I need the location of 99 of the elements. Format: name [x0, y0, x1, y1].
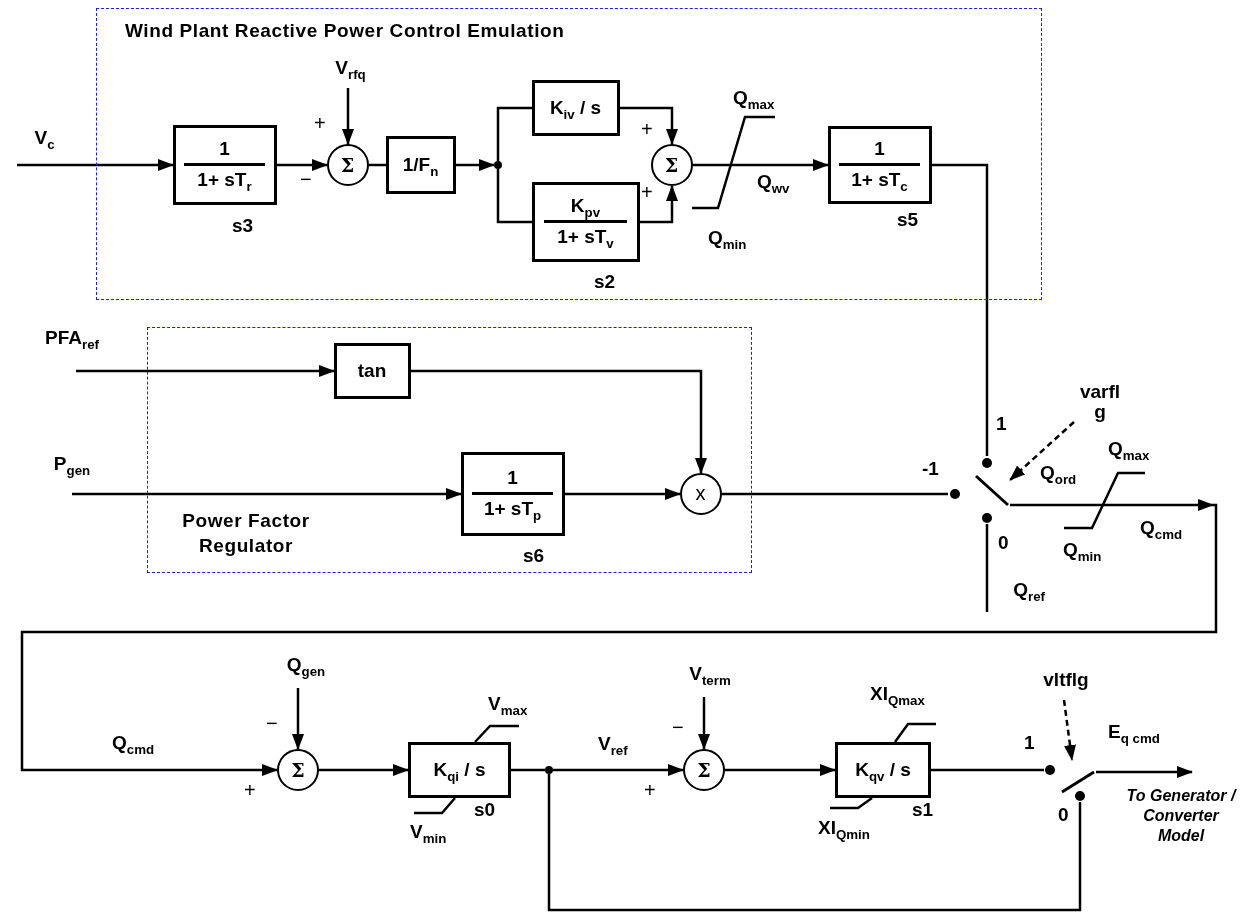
dashed-group-box	[96, 8, 1042, 300]
numerator: 1	[507, 467, 518, 489]
summing-junction	[277, 749, 319, 791]
block-label: tan	[357, 359, 387, 382]
signal-label: Q$_{max}$	[733, 88, 775, 109]
summing-junction	[683, 749, 725, 791]
signal-arrow	[72, 488, 462, 500]
signal-line	[931, 768, 1044, 772]
signal-arrow	[411, 369, 707, 474]
dashed-arrow	[1062, 699, 1076, 761]
summing-junction	[326, 143, 369, 186]
junction-dot	[545, 766, 553, 774]
multiply-sign: x	[695, 482, 706, 505]
signal-label: vltflg	[1043, 670, 1089, 690]
group-title: Wind Plant Reactive Power Control Emulation	[125, 19, 566, 43]
signal-arrow	[319, 764, 409, 776]
signal-line	[722, 492, 948, 496]
sign-label: −	[300, 168, 312, 190]
numerator: 1	[874, 138, 885, 160]
block-label: 1/F$_{n}$	[402, 153, 439, 176]
transfer-function-block	[333, 342, 411, 399]
transfer-function-block	[531, 79, 620, 136]
signal-line	[496, 106, 532, 161]
signal-label: 0	[998, 533, 1009, 554]
signal-label: 1	[996, 414, 1007, 435]
denominator: 1+ sT$_{c}$	[851, 169, 908, 191]
block-id: s0	[474, 800, 496, 821]
sign-label: +	[641, 118, 653, 140]
sum-sign: Σ	[664, 153, 679, 176]
signal-line	[496, 169, 532, 224]
edge-label: Q$_{cmd}$	[112, 733, 155, 754]
signal-label: 0	[1058, 805, 1069, 826]
signal-arrow	[17, 159, 174, 171]
signal-line	[932, 163, 989, 456]
signal-arrow	[693, 159, 829, 171]
dashed-group-box	[147, 327, 752, 573]
signal-arrow	[342, 88, 354, 145]
block-id: s1	[912, 800, 934, 821]
signal-label: 1	[1024, 733, 1035, 754]
signal-arrow	[456, 159, 495, 171]
signal-arrow	[725, 764, 836, 776]
junction-dot	[493, 160, 502, 169]
block-id: s5	[897, 210, 919, 231]
signal-label: V$_{min}$	[410, 822, 447, 843]
transfer-function-block	[531, 181, 640, 262]
transfer-function-block	[835, 742, 931, 798]
signal-line	[547, 774, 1082, 912]
group-title: Power Factor Regulator	[181, 509, 311, 558]
summing-junction	[650, 143, 693, 186]
signal-arrow	[292, 688, 304, 750]
signal-label: varfl g	[1078, 382, 1122, 422]
signal-label: Q$_{max}$	[1108, 439, 1150, 460]
sign-label: −	[266, 712, 278, 734]
block-id: s2	[594, 272, 616, 293]
sum-sign: Σ	[291, 759, 305, 781]
sum-sign: Σ	[340, 153, 355, 176]
signal-line	[511, 768, 545, 772]
signal-arrow	[20, 503, 1218, 776]
multiplier-junction	[679, 472, 722, 515]
signal-label: -1	[922, 459, 939, 480]
block-id: s3	[232, 216, 254, 237]
sign-label: +	[244, 779, 256, 801]
sign-label: +	[644, 779, 656, 801]
block-label: K$_{iv}$ / s	[549, 96, 602, 119]
signal-arrow	[76, 365, 335, 377]
block-id: s6	[523, 546, 545, 567]
signal-arrow	[565, 488, 681, 500]
signal-label: V$_{max}$	[488, 694, 528, 715]
transfer-function-block	[827, 125, 932, 204]
signal-arrow	[553, 764, 684, 776]
transfer-function-block	[460, 451, 565, 536]
signal-arrow	[1096, 766, 1193, 778]
denominator: 1+ sT$_{r}$	[197, 169, 252, 191]
signal-arrow	[277, 159, 328, 171]
signal-label: V$_{term}$	[689, 664, 731, 684]
signal-label: Q$_{min}$	[708, 228, 747, 249]
sign-label: +	[314, 112, 326, 134]
signal-label: Q$_{min}$	[1063, 540, 1102, 561]
sign-label: +	[641, 181, 653, 203]
signal-label: V$_{c}$	[34, 128, 55, 148]
signal-label: PFA$_{ref}$	[45, 328, 99, 348]
sum-sign: Σ	[697, 759, 711, 781]
transfer-function-block	[408, 742, 511, 798]
signal-arrow	[620, 106, 678, 145]
transfer-function-block	[385, 135, 456, 194]
edge-label: V$_{ref}$	[598, 734, 628, 755]
dashed-arrow	[1009, 421, 1075, 481]
signal-label: Q$_{ref}$	[1013, 580, 1045, 600]
transfer-function-block	[172, 124, 277, 205]
signal-line	[985, 524, 989, 612]
signal-label: Q$_{cmd}$	[1140, 518, 1183, 539]
edge-label: Q$_{wv}$	[757, 172, 790, 193]
signal-arrow	[640, 185, 678, 224]
denominator: 1+ sT$_{v}$	[557, 226, 614, 248]
numerator: 1	[219, 138, 230, 160]
sign-label: −	[672, 716, 684, 738]
output-note: To Generator / Converter Model	[1126, 786, 1236, 846]
signal-label: Q$_{ord}$	[1040, 463, 1077, 484]
signal-arrow	[698, 697, 710, 750]
